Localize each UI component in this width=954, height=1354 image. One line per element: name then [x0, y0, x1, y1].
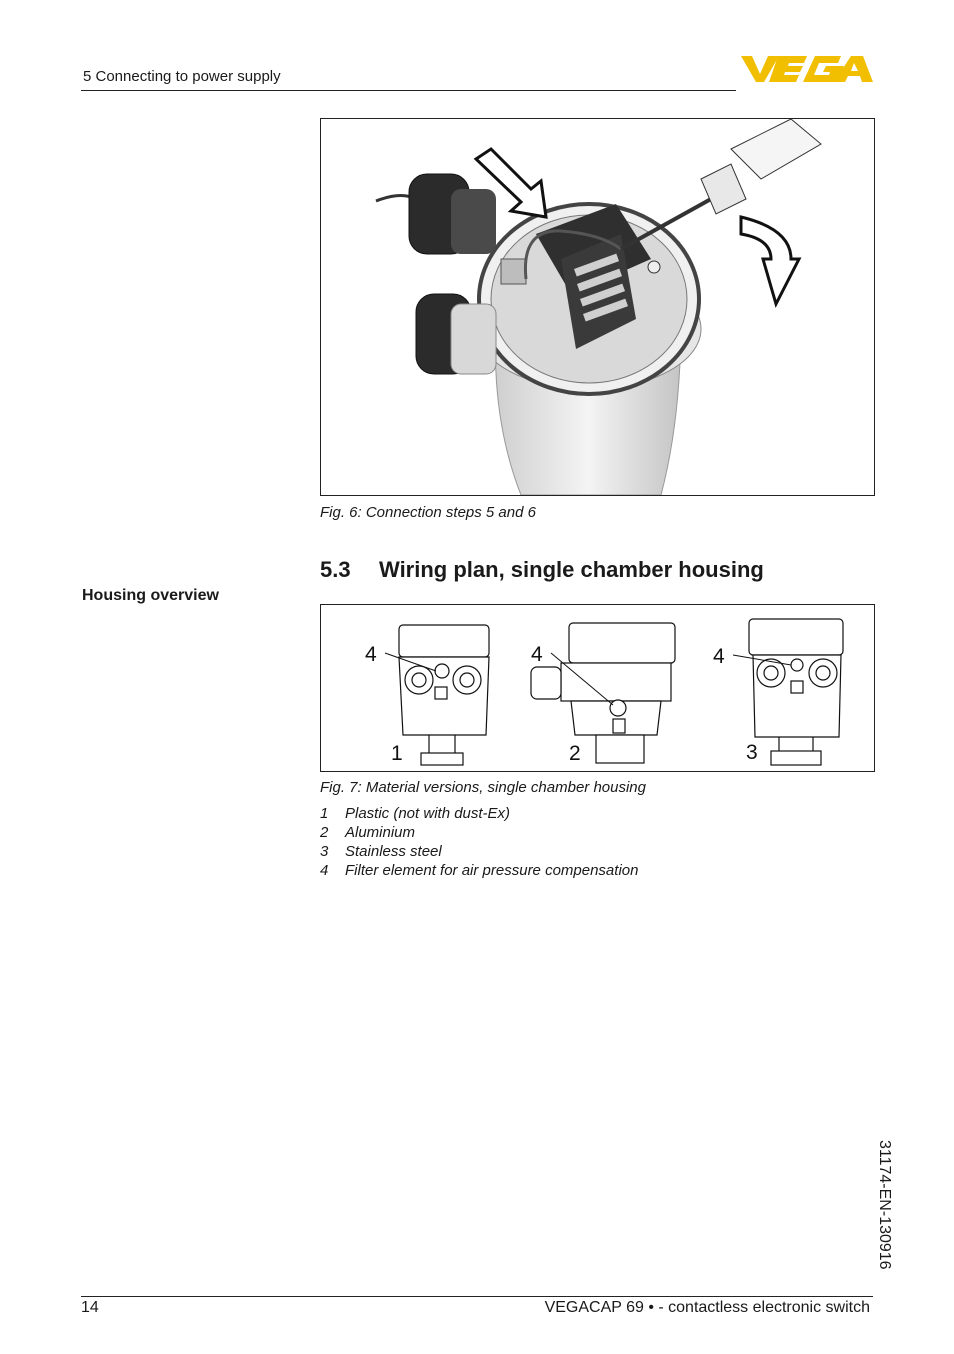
legend-text: Stainless steel [345, 843, 442, 860]
stainless-steel-housing-icon [748, 618, 844, 766]
document-id: 31174-EN-130916 [876, 1140, 893, 1270]
footer-title: VEGACAP 69 • - contactless electronic sw… [544, 1299, 870, 1316]
legend-number: 2 [320, 824, 329, 841]
callout-1: 1 [391, 742, 403, 765]
callout-3: 3 [746, 741, 758, 764]
page-number: 14 [81, 1299, 99, 1316]
running-header: 5 Connecting to power supply [83, 68, 281, 85]
connection-illustration [375, 118, 822, 496]
header-divider [81, 90, 736, 91]
cable-gland-icon [375, 173, 497, 375]
sidebar-label: Housing overview [82, 587, 219, 604]
legend-number: 4 [320, 862, 329, 879]
figure7-caption: Fig. 7: Material versions, single chambe… [320, 779, 646, 796]
plastic-housing-icon [398, 624, 490, 766]
callout-4-aluminium: 4 [531, 643, 543, 666]
callout-2: 2 [569, 742, 581, 765]
housing-versions-illustration: 4 4 4 1 2 3 [365, 618, 844, 766]
callout-4-plastic: 4 [365, 643, 377, 666]
callout-4-stainless: 4 [713, 645, 725, 668]
legend-number: 3 [320, 843, 329, 860]
section-number: 5.3 [320, 557, 351, 582]
vega-logo [741, 56, 873, 82]
figure-material-versions: 4 4 4 1 2 3 [320, 604, 875, 772]
terminal-block-icon [500, 204, 661, 349]
legend-text: Filter element for air pressure compensa… [345, 862, 639, 879]
rotate-arrow-icon [739, 215, 802, 309]
push-arrow-icon [473, 147, 548, 219]
footer-divider [81, 1296, 873, 1297]
figure6-caption: Fig. 6: Connection steps 5 and 6 [320, 504, 536, 521]
figure-connection-steps [320, 118, 875, 496]
legend-number: 1 [320, 805, 329, 822]
legend-text: Plastic (not with dust-Ex) [345, 805, 511, 822]
screwdriver-icon [620, 118, 822, 251]
aluminium-housing-icon [530, 622, 676, 764]
legend-text: Aluminium [345, 824, 416, 841]
section-title: Wiring plan, single chamber housing [379, 557, 764, 582]
